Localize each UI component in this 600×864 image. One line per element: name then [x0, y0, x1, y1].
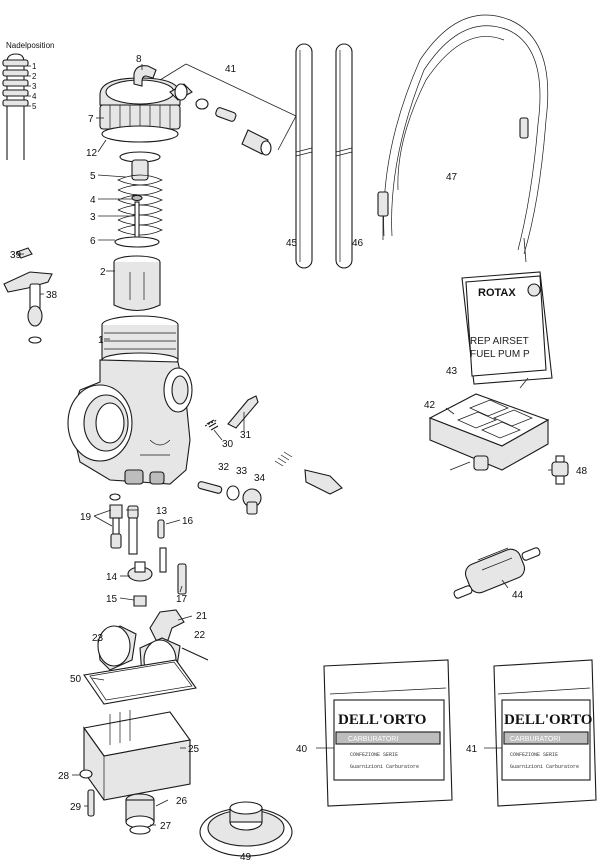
callout-25: 25	[188, 744, 200, 755]
manual-brand: ROTAX	[478, 287, 516, 299]
callout-41-top: 41	[225, 64, 237, 75]
callout-29: 29	[70, 802, 82, 813]
needle-position-title: Nadelposition	[6, 41, 54, 50]
throttle-cable	[377, 14, 549, 263]
choke-lever	[3, 247, 53, 344]
callout-22: 22	[194, 630, 206, 641]
callout-33: 33	[236, 466, 248, 477]
gasket-bag-41: DELL'ORTO CARBURATORI CONFEZIONE SERIE G…	[493, 659, 597, 807]
callout-40: 40	[296, 744, 308, 755]
callout-32: 32	[218, 462, 230, 473]
callout-12: 12	[86, 148, 98, 159]
needle-groove-1	[2, 59, 29, 67]
callout-48: 48	[576, 466, 588, 477]
needle-groove-3	[2, 79, 29, 87]
callout-50: 50	[70, 674, 82, 685]
service-manual: ROTAX REP AIRSET FUEL PUM P	[461, 271, 553, 385]
manual-line-1: REP AIRSET	[470, 336, 529, 347]
choke-parts	[197, 451, 343, 515]
callout-49: 49	[240, 852, 252, 863]
pulley	[199, 801, 293, 857]
bag-40-tiny-1: CONFEZIONE SERIE	[350, 752, 398, 758]
fuel-pump	[428, 377, 550, 471]
carb-top-cap	[99, 65, 181, 143]
needle-position-2: 2	[32, 72, 37, 81]
callout-numbers: 8 41 7 12 5 4 3 6 2 1 39 38 30 31 32 33 …	[10, 54, 588, 863]
callout-38: 38	[46, 290, 58, 301]
needle-position-5: 5	[32, 102, 37, 111]
leader-lines	[18, 64, 552, 826]
callout-16: 16	[182, 516, 194, 527]
callout-23: 23	[92, 633, 104, 644]
callout-44: 44	[512, 590, 524, 601]
manual-line-2: FUEL PUM P	[470, 349, 530, 360]
callout-7: 7	[88, 114, 94, 125]
callout-42: 42	[424, 400, 436, 411]
gasket-bag-40: DELL'ORTO CARBURATORI CONFEZIONE SERIE G…	[323, 659, 453, 807]
idle-adjust-parts	[204, 395, 259, 441]
cable-adjuster-group	[159, 63, 297, 156]
callout-39: 39	[10, 250, 22, 261]
small-filter	[551, 455, 569, 485]
callout-6: 6	[90, 236, 96, 247]
callout-31: 31	[240, 430, 252, 441]
needle-groove-2	[2, 69, 29, 77]
callout-8: 8	[136, 54, 142, 65]
bowl-fasteners	[79, 769, 155, 835]
needle-groove-4	[2, 89, 29, 97]
callout-2: 2	[100, 267, 106, 278]
callout-30: 30	[222, 439, 234, 450]
throttle-slide	[113, 255, 161, 312]
callout-15: 15	[106, 594, 118, 605]
callout-5: 5	[90, 171, 96, 182]
callout-45: 45	[286, 238, 298, 249]
callout-43: 43	[446, 366, 458, 377]
callout-41-bag: 41	[466, 744, 478, 755]
needle-position-3: 3	[32, 82, 37, 91]
callout-4: 4	[90, 195, 96, 206]
jets-group	[109, 493, 187, 607]
bag-41-tiny-2: Guarnizioni Carburatore	[510, 764, 579, 770]
callout-14: 14	[106, 572, 118, 583]
float-parts	[83, 609, 209, 705]
bag-40-sub: CARBURATORI	[348, 736, 398, 743]
carburetor-body	[67, 315, 193, 485]
callout-21: 21	[196, 611, 208, 622]
callout-1: 1	[98, 335, 104, 346]
fuel-filter	[453, 547, 541, 599]
callout-19: 19	[80, 512, 92, 523]
callout-3: 3	[90, 212, 96, 223]
callout-26: 26	[176, 796, 188, 807]
needle-position-4: 4	[32, 92, 37, 101]
callout-47: 47	[446, 172, 458, 183]
callout-17: 17	[176, 594, 188, 605]
float-bowl	[83, 710, 191, 801]
callout-13: 13	[156, 506, 168, 517]
bag-40-tiny-2: Guarnizioni Carburatore	[350, 764, 419, 770]
slide-spring-assembly	[114, 151, 163, 248]
bag-41-tiny-1: CONFEZIONE SERIE	[510, 752, 558, 758]
needle-position-1: 1	[32, 62, 37, 71]
needle-position-inset: Nadelposition 1 2 3 4 5	[2, 41, 54, 160]
callout-28: 28	[58, 771, 70, 782]
bag-40-brand: DELL'ORTO	[338, 712, 426, 728]
bag-41-sub: CARBURATORI	[510, 736, 560, 743]
bag-41-brand: DELL'ORTO	[504, 712, 592, 728]
callout-34: 34	[254, 473, 266, 484]
needle-groove-5	[2, 99, 29, 107]
callout-27: 27	[160, 821, 172, 832]
fuel-tubes	[295, 43, 353, 269]
callout-46: 46	[352, 238, 364, 249]
